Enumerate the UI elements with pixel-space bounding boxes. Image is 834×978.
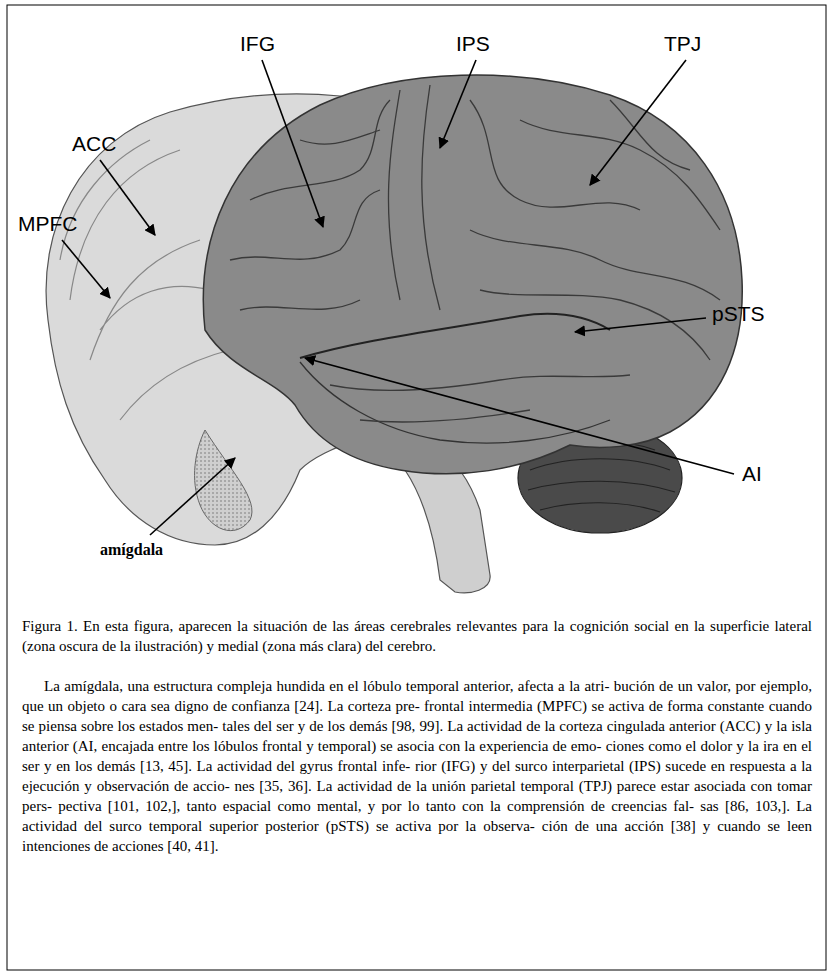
region-label: pSTS: [712, 302, 765, 326]
leader-lines: [62, 60, 734, 535]
figure-caption: Figura 1. En esta figura, aparecen la si…: [22, 616, 812, 656]
body-paragraph: La amígdala, una estructura compleja hun…: [22, 676, 812, 856]
figure-frame: [7, 5, 826, 970]
region-label: AI: [742, 462, 762, 486]
gyri: [230, 85, 720, 422]
region-label: ACC: [72, 132, 116, 156]
amygdala-region: [195, 430, 252, 531]
region-label: IFG: [240, 32, 275, 56]
region-label: MPFC: [18, 212, 78, 236]
region-label: amígdala: [100, 540, 163, 560]
region-label: IPS: [456, 32, 490, 56]
region-label: TPJ: [664, 32, 701, 56]
lateral-surface: [203, 75, 742, 474]
